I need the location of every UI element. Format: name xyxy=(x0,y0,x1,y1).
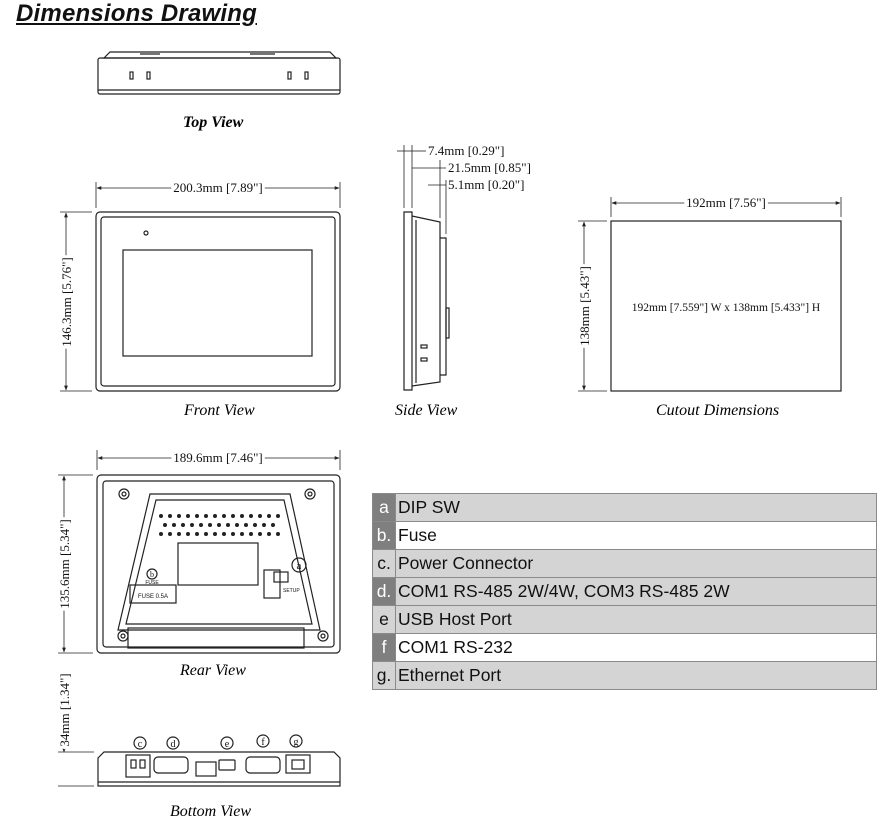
connector-table: a DIP SW b. Fuse c. Power Connector d. C… xyxy=(372,493,877,690)
caption-bottom-view: Bottom View xyxy=(170,803,251,820)
dim-rear-width: 189.6mm [7.46"] xyxy=(173,450,262,465)
dim-cutout-width: 192mm [7.56"] xyxy=(686,195,766,210)
table-row: c. Power Connector xyxy=(372,549,877,578)
connector-key: a xyxy=(372,493,396,522)
cutout-note: 192mm [7.559"] W x 138mm [5.433"] H xyxy=(632,302,820,314)
dim-front-width: 200.3mm [7.89"] xyxy=(173,180,262,195)
connector-label: COM1 RS-485 2W/4W, COM3 RS-485 2W xyxy=(395,577,877,606)
front-view-drawing xyxy=(60,182,341,392)
dim-bottom-height: 34mm [1.34"] xyxy=(57,673,72,746)
connector-key: f xyxy=(372,633,396,662)
dim-front-height: 146.3mm [5.76"] xyxy=(59,257,74,346)
marker-d: d xyxy=(171,739,176,750)
connector-label: COM1 RS-232 xyxy=(395,633,877,662)
connector-label: Fuse xyxy=(395,521,877,550)
connector-key: g. xyxy=(372,661,396,690)
marker-e: e xyxy=(225,739,230,750)
connector-label: DIP SW xyxy=(395,493,877,522)
rear-vent-holes xyxy=(159,514,280,536)
dim-cutout-height: 138mm [5.43"] xyxy=(577,266,592,346)
table-row: e USB Host Port xyxy=(372,605,877,634)
side-view-drawing xyxy=(397,145,450,391)
connector-key: e xyxy=(372,605,396,634)
caption-cutout: Cutout Dimensions xyxy=(656,402,779,419)
caption-rear-view: Rear View xyxy=(179,662,246,679)
rear-dip-label: SETUP xyxy=(283,588,300,594)
table-row: g. Ethernet Port xyxy=(372,661,877,690)
marker-a: a xyxy=(297,560,302,572)
marker-c: c xyxy=(138,739,143,750)
top-view-drawing xyxy=(97,51,341,95)
marker-b: b xyxy=(150,570,154,579)
rear-view-drawing xyxy=(58,450,341,654)
table-row: d. COM1 RS-485 2W/4W, COM3 RS-485 2W xyxy=(372,577,877,606)
marker-g: g xyxy=(294,737,299,748)
connector-label: USB Host Port xyxy=(395,605,877,634)
rear-fuse-tag: FUSE xyxy=(145,580,159,586)
connector-key: b. xyxy=(372,521,396,550)
bottom-view-drawing xyxy=(58,676,341,787)
cutout-drawing xyxy=(578,197,842,392)
connector-label: Ethernet Port xyxy=(395,661,877,690)
rear-fuse-label: FUSE 0.5A xyxy=(138,594,168,600)
caption-side-view: Side View xyxy=(395,402,458,419)
dim-side-3: 5.1mm [0.20"] xyxy=(448,177,524,192)
caption-front-view: Front View xyxy=(183,402,255,419)
connector-key: d. xyxy=(372,577,396,606)
table-row: b. Fuse xyxy=(372,521,877,550)
marker-f: f xyxy=(261,737,265,748)
dim-side-1: 7.4mm [0.29"] xyxy=(428,143,504,158)
connector-key: c. xyxy=(372,549,396,578)
dim-rear-height: 135.6mm [5.34"] xyxy=(57,519,72,608)
dim-side-2: 21.5mm [0.85"] xyxy=(448,160,531,175)
caption-top-view: Top View xyxy=(183,114,244,131)
table-row: a DIP SW xyxy=(372,493,877,522)
table-row: f COM1 RS-232 xyxy=(372,633,877,662)
page-title: Dimensions Drawing xyxy=(16,0,257,27)
connector-label: Power Connector xyxy=(395,549,877,578)
